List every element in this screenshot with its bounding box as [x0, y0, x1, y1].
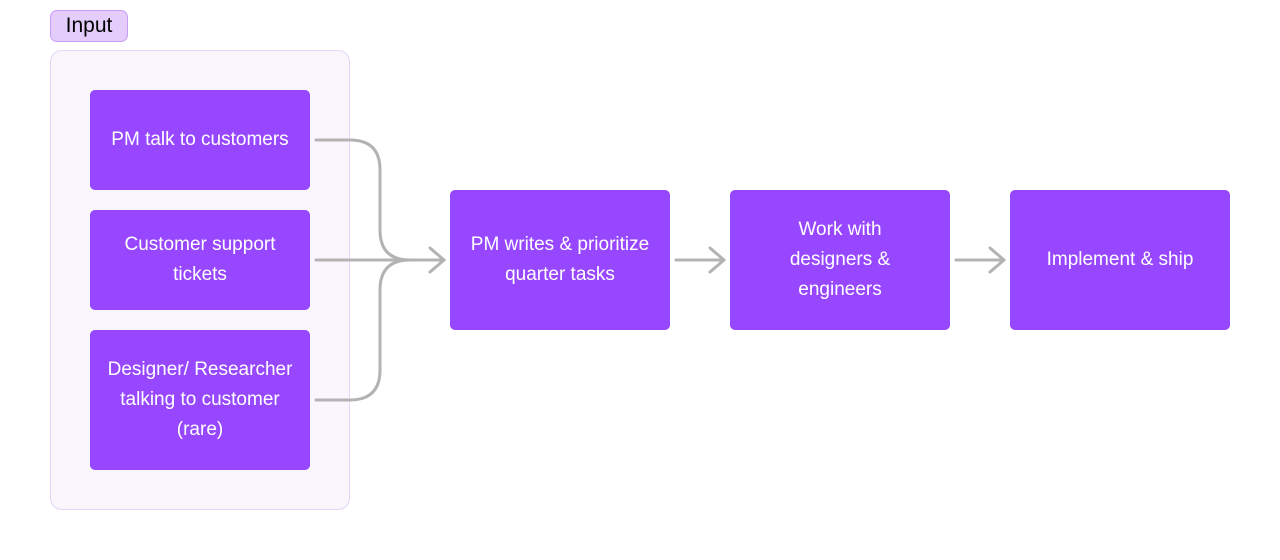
source-node-designer-research: Designer/ Researcher talking to customer… — [90, 330, 310, 470]
arrowhead-to-prioritize — [428, 246, 446, 274]
step-node-implement-ship: Implement & ship — [1010, 190, 1230, 330]
input-group-label: Input — [50, 10, 128, 42]
connector-source-3 — [314, 258, 446, 402]
arrowhead-to-work — [708, 246, 726, 274]
step-node-prioritize: PM writes & prioritize quarter tasks — [450, 190, 670, 330]
source-node-pm-talk: PM talk to customers — [90, 90, 310, 190]
step-node-work-with-team: Work with designers & engineers — [730, 190, 950, 330]
connector-source-1 — [314, 138, 446, 262]
source-node-support-tickets: Customer support tickets — [90, 210, 310, 310]
arrowhead-to-implement — [988, 246, 1006, 274]
